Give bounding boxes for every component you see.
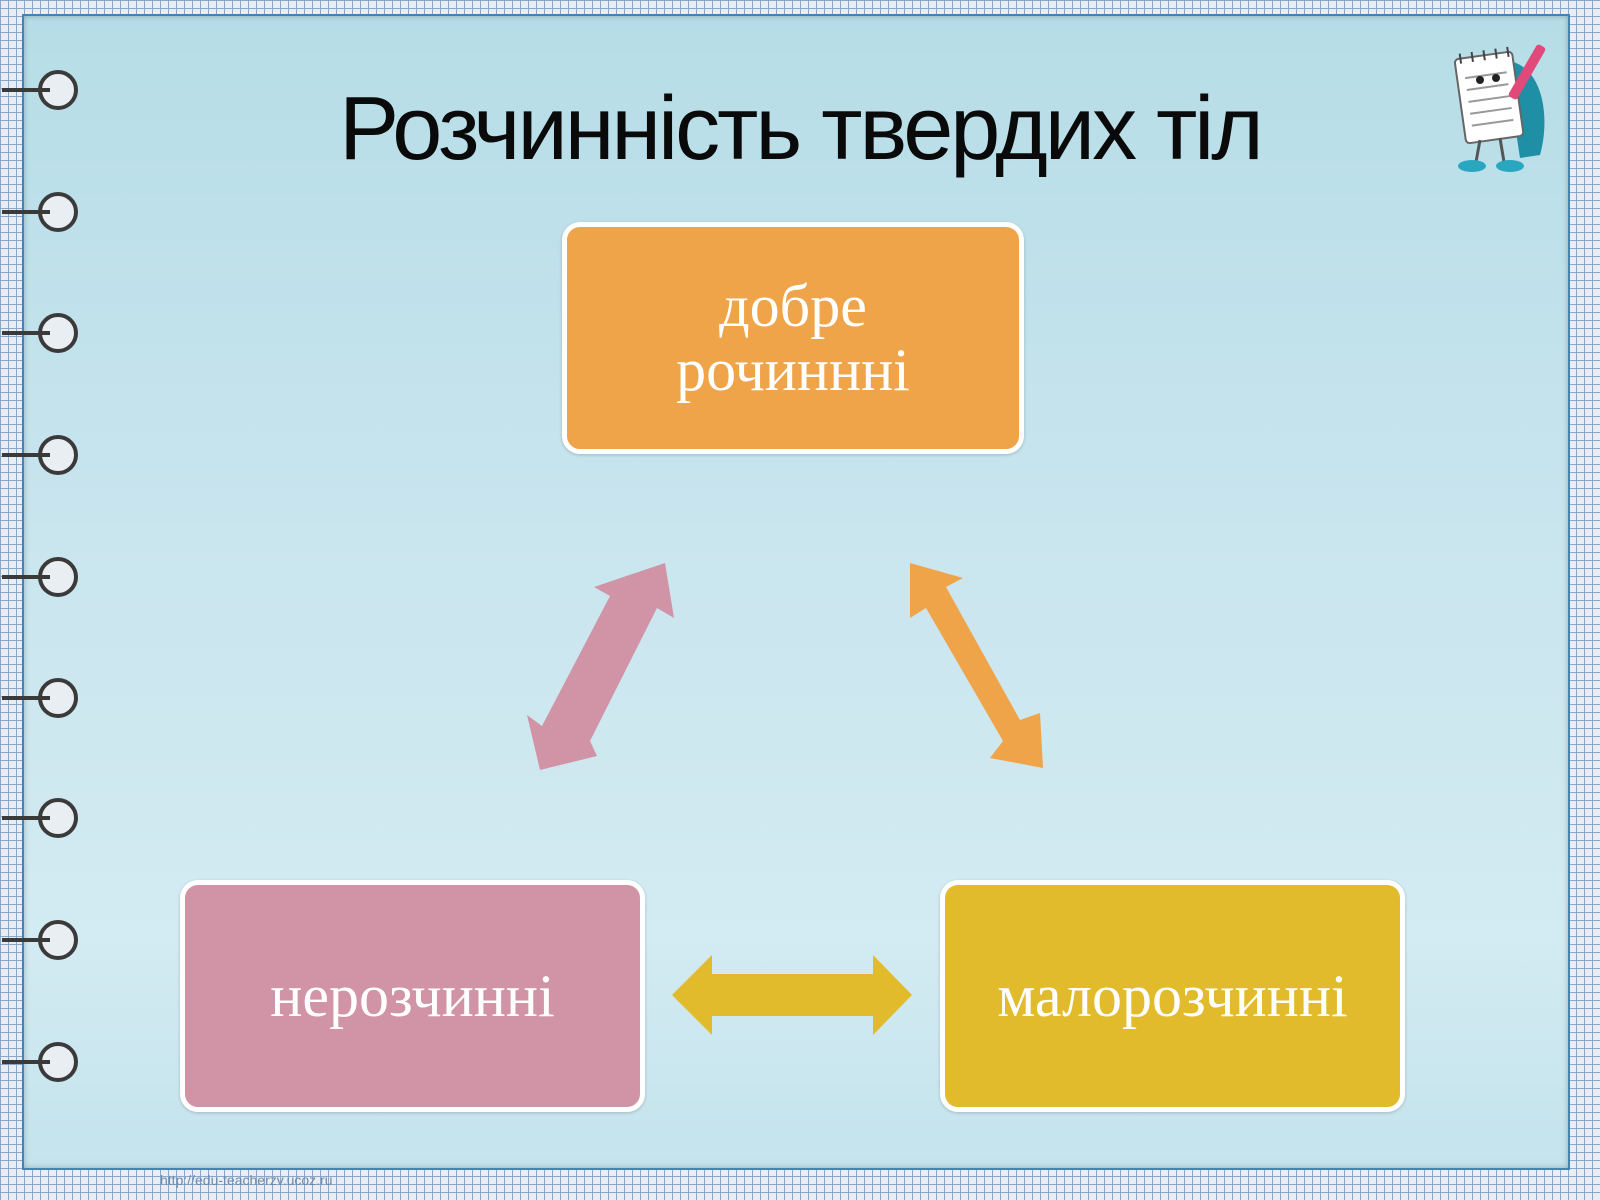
- watermark-url: http://edu-teacherzv.ucoz.ru: [160, 1172, 333, 1188]
- slide-title: Розчинність твердих тіл: [339, 79, 1264, 179]
- binding-ring-icon: [2, 70, 78, 110]
- notepad-mascot-icon: [1453, 44, 1546, 172]
- node-insoluble: нерозчинні: [180, 880, 645, 1112]
- node-slightly-soluble: малорозчинні: [940, 880, 1405, 1112]
- node-well-soluble-label: добре рочиннні: [676, 273, 910, 403]
- binding-ring-icon: [2, 192, 78, 232]
- node-insoluble-label: нерозчинні: [270, 963, 555, 1029]
- spiral-binding: [2, 70, 78, 1082]
- binding-ring-icon: [2, 678, 78, 718]
- node-slightly-soluble-label: малорозчинні: [997, 963, 1348, 1029]
- binding-ring-icon: [2, 1042, 78, 1082]
- node-well-soluble: добре рочиннні: [562, 222, 1024, 454]
- binding-ring-icon: [2, 798, 78, 838]
- binding-ring-icon: [2, 557, 78, 597]
- binding-ring-icon: [2, 313, 78, 353]
- binding-ring-icon: [2, 920, 78, 960]
- binding-ring-icon: [2, 435, 78, 475]
